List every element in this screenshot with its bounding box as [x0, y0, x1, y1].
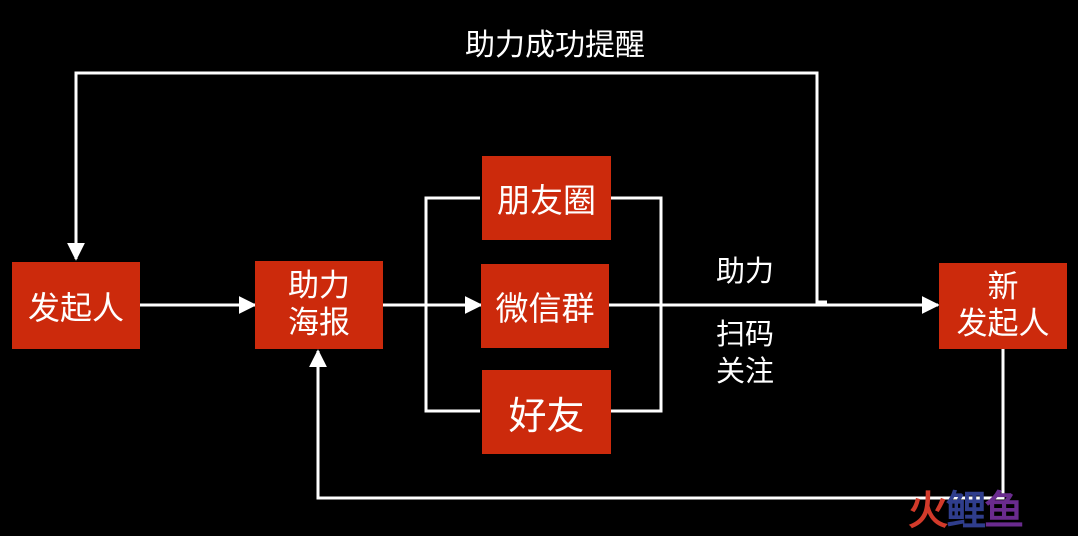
node-friends-label: 好友: [508, 393, 585, 438]
node-new-initiator: 新 发起人: [939, 263, 1067, 349]
node-moments-label: 朋友圈: [497, 181, 596, 220]
label-scan: 扫码: [715, 317, 774, 351]
watermark-logo: 火鲤鱼: [908, 478, 1024, 536]
flow-connectors: [67, 71, 1005, 500]
node-initiator: 发起人: [12, 262, 140, 349]
left-bracket: [424, 196, 480, 413]
node-friends: 好友: [482, 370, 611, 454]
label-scan-follow: 扫码 关注: [700, 316, 790, 390]
node-new-initiator-line1: 新: [987, 269, 1019, 305]
node-moments: 朋友圈: [482, 156, 611, 240]
node-assist-poster-line1: 助力: [288, 268, 350, 304]
node-new-initiator-line2: 发起人: [956, 306, 1050, 342]
node-initiator-label: 发起人: [27, 288, 124, 327]
node-assist-poster: 助力 海报: [255, 261, 383, 349]
node-assist-poster-line2: 海报: [288, 305, 350, 341]
watermark-char-3: 鱼: [984, 488, 1024, 534]
label-assist: 助力: [715, 254, 774, 288]
node-wechat-group-label: 微信群: [495, 289, 595, 328]
loop-new-initiator-to-poster: [309, 349, 1005, 500]
label-success-reminder: 助力成功提醒: [465, 28, 645, 63]
node-wechat-group: 微信群: [481, 264, 609, 348]
watermark-char-2: 鲤: [946, 488, 986, 534]
label-follow: 关注: [715, 354, 774, 388]
loop-success-reminder: [67, 71, 827, 304]
watermark-char-1: 火: [908, 488, 948, 534]
